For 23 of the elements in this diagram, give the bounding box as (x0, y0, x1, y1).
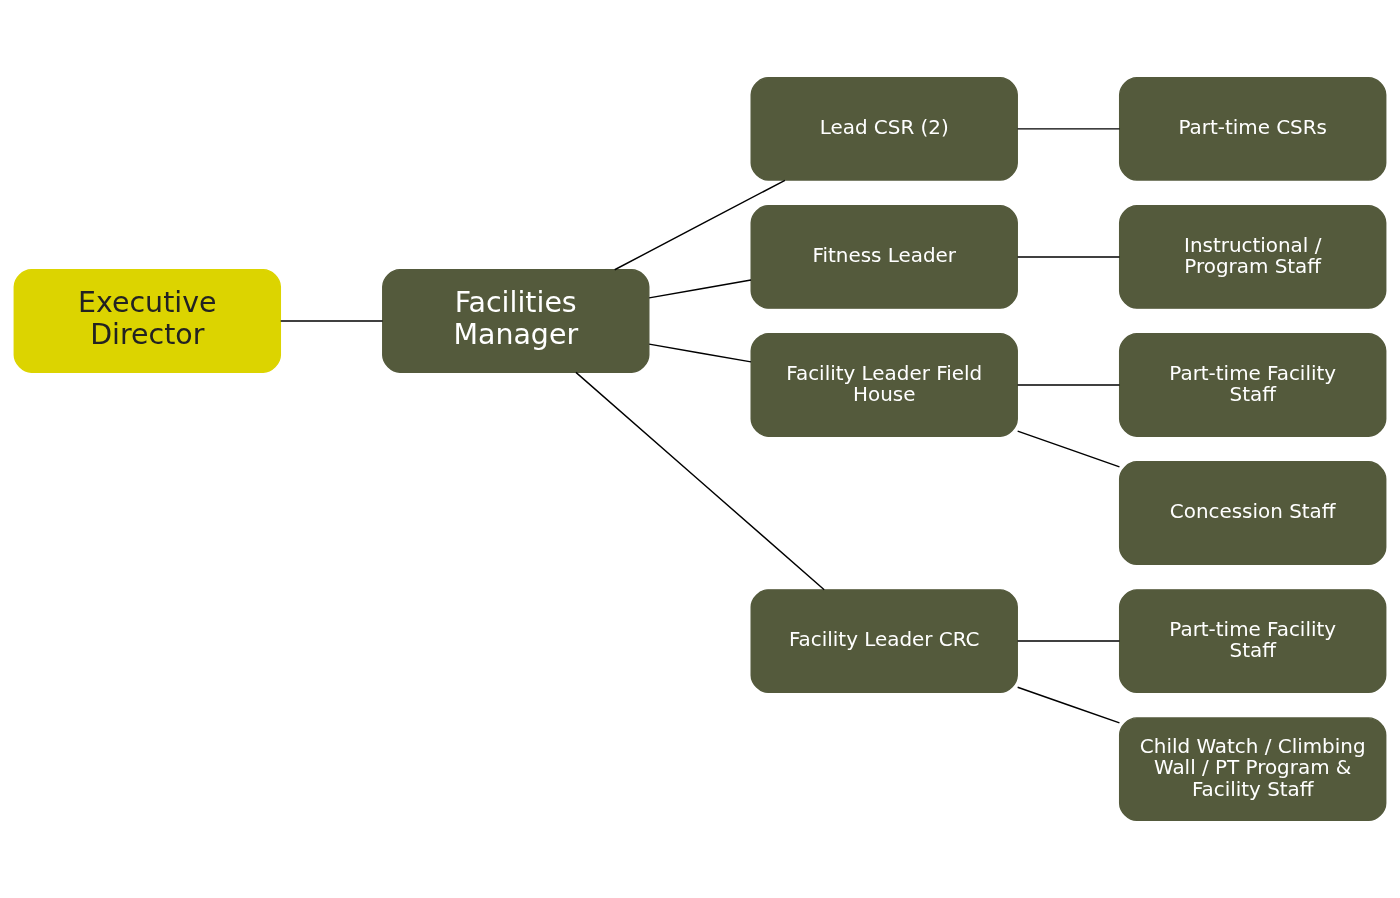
node-box: Instructional / Program Staff (1118, 205, 1387, 309)
node-box: Lead CSR (2) (750, 77, 1018, 181)
connector (280, 320, 384, 322)
connector (1016, 686, 1121, 724)
connector (613, 179, 786, 271)
connector (648, 343, 752, 363)
connector (1016, 128, 1121, 130)
node-box: Facility Leader Field House (750, 333, 1018, 437)
node-box: Part-time CSRs (1118, 77, 1387, 181)
node-box: Part-time Facility Staff (1118, 333, 1387, 437)
connector (1016, 430, 1121, 468)
connector (1016, 640, 1121, 642)
node-box: Executive Director (13, 269, 282, 373)
node-box: Child Watch / Climbing Wall / PT Program & Facility Staff (1118, 717, 1387, 821)
connector (648, 279, 752, 299)
connector (575, 371, 825, 591)
node-box: Facility Leader CRC (750, 589, 1018, 693)
node-box: Fitness Leader (750, 205, 1018, 309)
node-box: Facilities Manager (382, 269, 650, 373)
node-box: Part-time Facility Staff (1118, 589, 1387, 693)
connector (1016, 256, 1121, 258)
connector (1016, 384, 1121, 386)
node-box: Concession Staff (1118, 461, 1387, 565)
